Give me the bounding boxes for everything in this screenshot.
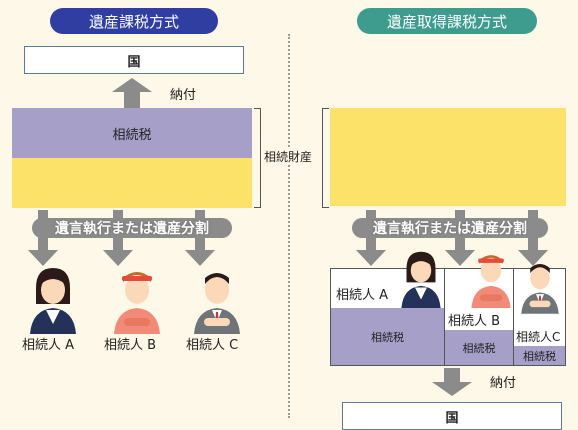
right-tax-label-a: 相続税 [371,330,404,344]
right-tax-label-b: 相続税 [462,341,496,355]
left-tax-label: 相続税 [112,127,152,143]
right-heir-b-figure [471,255,511,308]
left-heir-c-label: 相続人 C [186,338,239,353]
left-up-arrow-icon [112,78,152,108]
left-heir-b-figure [114,272,160,334]
right-heir-a-label: 相続人 A [336,288,389,303]
right-col-divider-1 [444,268,445,366]
right-heir-a-figure [401,251,441,308]
left-tax-block: 相続税 [12,108,252,158]
right-nouhu-label: 納付 [490,376,517,391]
right-tax-cell-a: 相続税 [331,308,444,365]
right-title: 遺産取得課税方式 [357,8,537,34]
right-heir-b-label: 相続人 B [448,314,501,329]
right-bracket [322,108,329,208]
right-tax-cell-c: 相続税 [514,346,565,365]
left-title: 遺産課税方式 [50,8,218,34]
left-country-box: 国 [24,46,244,74]
left-nouhu-label: 納付 [170,88,197,103]
left-heir-c-figure [194,273,240,334]
left-bracket [254,108,261,208]
left-band: 遺言執行または遺産分割 [32,218,232,238]
right-heir-c-figure [521,264,559,314]
right-tax-cell-b: 相続税 [445,330,513,365]
right-down-arrow-icon [432,368,472,396]
left-band-label: 遺言執行または遺産分割 [55,221,209,237]
left-heir-a-figure [30,268,76,334]
estate-label: 相続財産 [262,148,315,165]
diagram: 遺産課税方式 遺産取得課税方式 国 納付 相続税 相続財産 遺言執行または遺産分… [12,8,566,430]
center-divider [288,34,290,418]
right-col-divider-2 [513,268,514,366]
right-country-box: 国 [342,402,562,430]
right-tax-label-c: 相続税 [523,349,556,363]
right-estate-block [330,108,566,206]
left-heir-b-label: 相続人 B [104,338,157,353]
right-heir-c-label: 相続人C [516,330,561,344]
right-band-label: 遺言執行または遺産分割 [373,221,527,237]
left-estate-remainder [12,158,252,208]
right-band: 遺言執行または遺産分割 [352,218,548,238]
left-heir-a-label: 相続人 A [22,338,75,353]
